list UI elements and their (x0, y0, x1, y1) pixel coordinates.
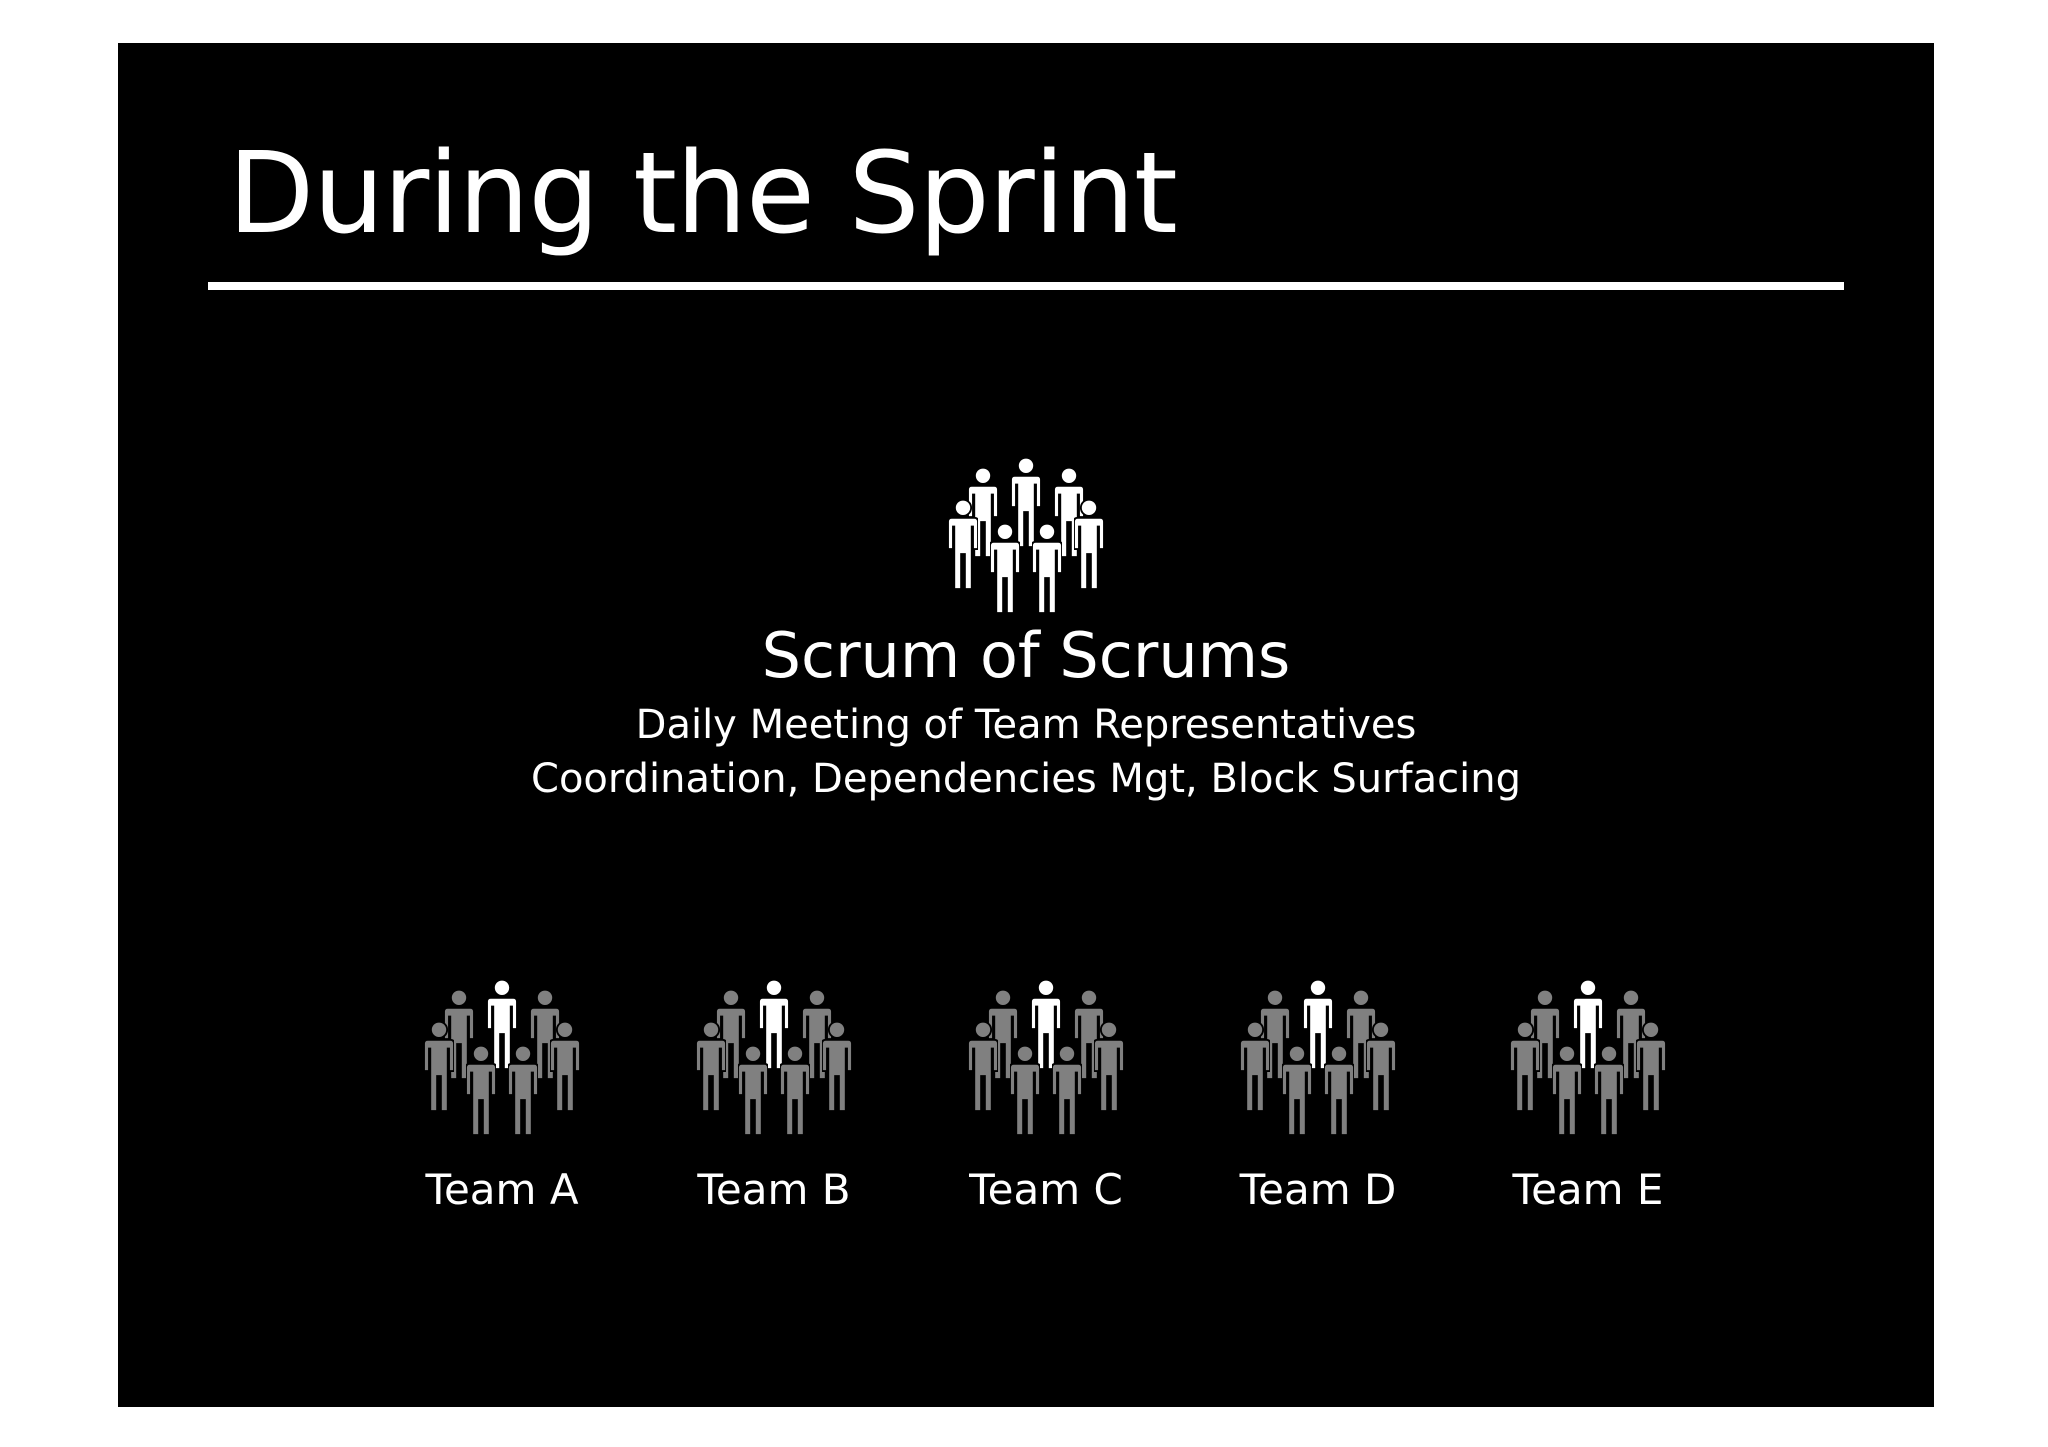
slide: During the Sprint Scrum of Scrums Daily … (118, 43, 1934, 1407)
team-label: Team C (969, 1165, 1123, 1214)
team-member-icon (1052, 1045, 1082, 1135)
team-representative-icon (487, 979, 517, 1069)
team-member-icon (1324, 1045, 1354, 1135)
person-icon (1032, 523, 1062, 613)
team-label: Team D (1239, 1165, 1397, 1214)
team-label: Team B (697, 1165, 851, 1214)
team-group: Team D (1218, 979, 1418, 1215)
person-icon (990, 523, 1020, 613)
team-people-icon (424, 979, 580, 1135)
team-member-icon (1282, 1045, 1312, 1135)
team-group: Team B (674, 979, 874, 1215)
team-group: Team A (402, 979, 602, 1215)
team-representative-icon (1031, 979, 1061, 1069)
team-member-icon (1594, 1045, 1624, 1135)
team-representative-icon (1573, 979, 1603, 1069)
team-people-icon (696, 979, 852, 1135)
team-member-icon (1552, 1045, 1582, 1135)
team-representative-icon (759, 979, 789, 1069)
people-group-icon (948, 457, 1104, 613)
team-label: Team A (425, 1165, 579, 1214)
slide-title: During the Sprint (228, 129, 1178, 259)
team-representative-icon (1303, 979, 1333, 1069)
scrum-of-scrums-title: Scrum of Scrums (761, 619, 1291, 692)
team-people-icon (1510, 979, 1666, 1135)
scrum-of-scrums-description: Daily Meeting of Team Representatives (635, 702, 1417, 748)
team-member-icon (466, 1045, 496, 1135)
scrum-of-scrums-purpose: Coordination, Dependencies Mgt, Block Su… (531, 756, 1521, 802)
team-group: Team C (946, 979, 1146, 1215)
team-member-icon (780, 1045, 810, 1135)
team-label: Team E (1512, 1165, 1664, 1214)
title-divider (208, 282, 1844, 290)
team-people-icon (1240, 979, 1396, 1135)
team-member-icon (1010, 1045, 1040, 1135)
team-group: Team E (1488, 979, 1688, 1215)
team-people-icon (968, 979, 1124, 1135)
person-icon (1011, 457, 1041, 547)
team-member-icon (508, 1045, 538, 1135)
team-member-icon (738, 1045, 768, 1135)
